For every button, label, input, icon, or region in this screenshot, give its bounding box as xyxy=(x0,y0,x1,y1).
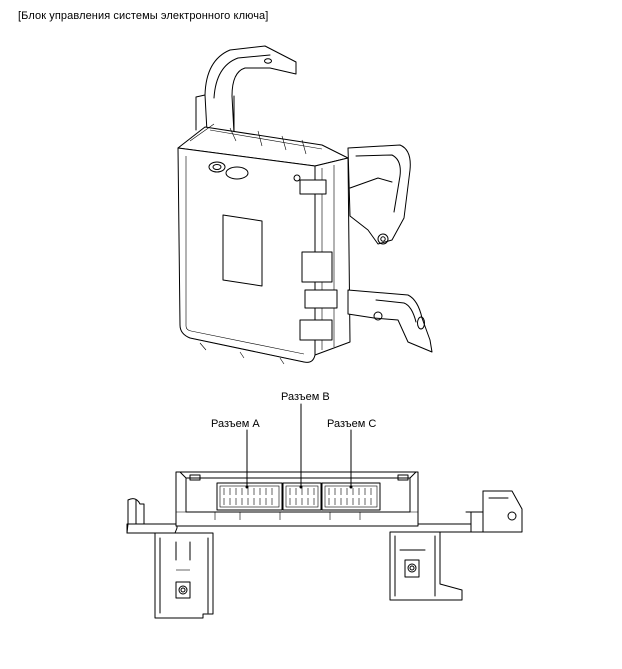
side-bracket xyxy=(347,144,411,245)
connector-a xyxy=(216,482,283,511)
upper-bracket xyxy=(195,45,297,134)
housing-label-sticker xyxy=(222,214,263,287)
connector-a-label: Разъем A xyxy=(211,418,260,430)
plate-left xyxy=(126,523,178,534)
lower-right-bracket xyxy=(389,531,463,601)
unit-housing xyxy=(177,123,351,365)
lower-left-bracket xyxy=(154,532,214,619)
right-mounting-ear xyxy=(465,490,523,533)
lower-bracket xyxy=(347,289,433,353)
figure-caption: [Блок управления системы электронного кл… xyxy=(18,10,269,22)
connector-c-label: Разъем C xyxy=(327,418,377,430)
unit-isometric-view xyxy=(177,45,433,365)
connector-b-label: Разъем B xyxy=(281,391,330,403)
unit-front-view xyxy=(126,403,523,619)
